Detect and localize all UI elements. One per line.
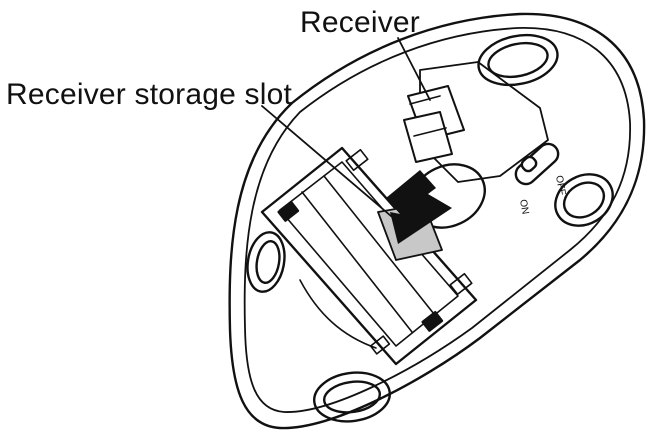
leader-line-receiver [397,37,431,101]
switch-on-label: ON [517,199,530,216]
foot-pad-bottom [313,371,391,423]
mouse-body-outline [228,12,646,430]
foot-pad-top [477,33,559,87]
foot-pad-right [554,173,614,227]
power-switch [514,142,560,186]
receiver-storage-slot-label: Receiver storage slot [6,78,292,111]
battery-contact-bottom [421,310,444,332]
insertion-arrow-icon [386,170,452,244]
battery-contact-top [277,200,300,222]
receiver-label: Receiver [300,6,420,39]
foot-pad-left [246,231,286,293]
mouse-body-inner-rim [243,27,631,413]
leader-line-slot [261,105,399,223]
switch-off-label: OFF [553,175,567,197]
battery-compartment [260,146,478,366]
receiver-dongle [403,85,465,163]
